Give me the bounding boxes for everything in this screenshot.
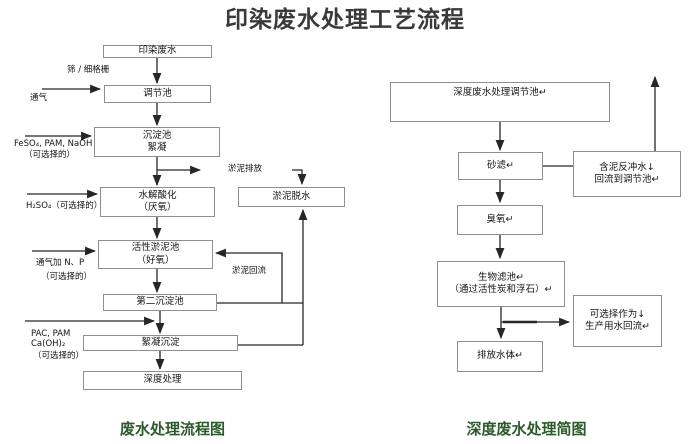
node-secondary-sedimentation: 第二沉淀池 (103, 294, 217, 311)
node-sand-filter: 砂滤↵ (458, 152, 543, 180)
node-regulating-tank: 调节池 (104, 85, 211, 103)
node-sedimentation-tank: 沉淀池 絮凝 (94, 127, 220, 157)
node-discharge-water: 排放水体↵ (457, 341, 543, 372)
label-sludge-discharge: 淤泥排放 (228, 164, 263, 174)
caption-right-chart: 深度废水处理简图 (466, 422, 587, 438)
node-backwash-return: 含泥反冲水↓ 回流到调节池↵ (573, 151, 681, 197)
node-coagulation-sedimentation: 絮凝沉淀 (83, 335, 238, 351)
node-advanced-treatment: 深度处理 (83, 371, 242, 390)
label-chem-feso4-note: （可选择的） (24, 150, 76, 160)
node-biofilter: 生物滤池↵ （通过活性炭和浮石）↵ (437, 261, 565, 307)
node-sludge-dewatering: 淤泥脱水 (238, 187, 345, 207)
label-fine-screen: 筛 / 细格栅 (67, 65, 110, 75)
label-chem-pac: PAC, PAM (31, 329, 71, 339)
label-aeration: 通气 (30, 93, 48, 103)
label-chem-h2so4: H₂SO₄（可选择的） (26, 201, 103, 211)
node-advanced-regulating-tank: 深度废水处理调节池↵ (390, 82, 610, 122)
node-ozone: 臭氧↵ (457, 205, 543, 235)
label-chem-feso4: FeSO₄, PAM, NaOH (14, 139, 93, 149)
caption-left-chart: 废水处理流程图 (119, 422, 225, 438)
node-dyeing-wastewater: 印染废水 (103, 45, 212, 58)
node-reuse-option: 可选择作为↓ 生产用水回流↵ (573, 295, 662, 347)
page-title: 印染废水处理工艺流程 (225, 7, 465, 33)
label-chem-caoh2: Ca(OH)₂ (31, 339, 66, 349)
node-activated-sludge-tank: 活性淤泥池 （好氧） (98, 240, 213, 269)
node-hydrolysis-acidification: 水解酸化 （厌氧） (100, 187, 215, 217)
label-chem-np: 通气加 N、P (36, 258, 85, 268)
label-chem-np-note: （可选择的） (41, 272, 93, 282)
label-sludge-return: 淤泥回流 (232, 266, 267, 276)
label-chem-pac-note: （可选择的） (33, 351, 85, 361)
